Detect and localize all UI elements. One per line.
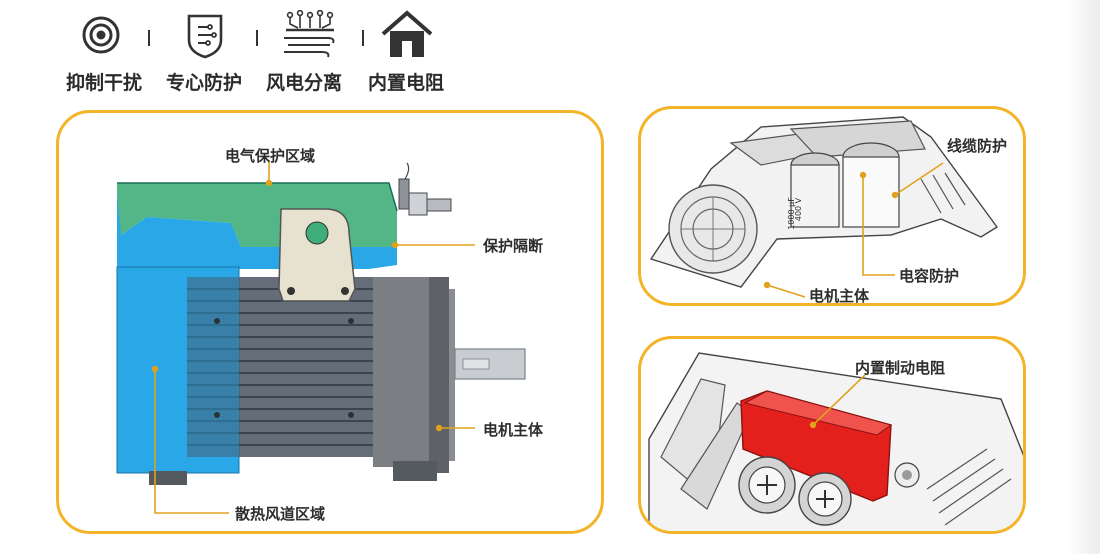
callout-protection-barrier: 保护隔断 — [483, 237, 544, 255]
feature-row: 抑制干扰 专心防护 风电分离 内置电阻 — [66, 6, 466, 100]
callout-heat-dissipation-zone: 散热风道区域 — [235, 505, 326, 523]
callout-capacitor-protection: 电容防护 — [899, 267, 960, 285]
callout-electrical-protection-zone: 电气保护区域 — [225, 147, 316, 165]
house-icon — [380, 10, 434, 60]
brake-resistor-panel: 内置制动电阻 — [638, 336, 1026, 534]
controller-inner-diagram — [648, 352, 1023, 531]
feature-separator — [256, 30, 258, 46]
feature-separator — [362, 30, 364, 46]
capacitor-rating-capacity: 1000 µF — [786, 197, 796, 230]
feature-label: 抑制干扰 — [66, 72, 143, 94]
callout-cable-protection: 线缆防护 — [947, 137, 1008, 155]
feature-label: 内置电阻 — [368, 72, 445, 94]
callout-built-in-brake-resistor: 内置制动电阻 — [855, 359, 946, 377]
page-edge-shade — [1068, 0, 1100, 554]
callout-motor-body: 电机主体 — [809, 287, 870, 305]
target-circle-icon — [74, 10, 128, 60]
motor-structure-panel: 电气保护区域 保护隔断 电机主体 散热风道区域 — [56, 110, 604, 534]
controller-top-diagram — [649, 116, 999, 298]
feature-label: 专心防护 — [166, 72, 243, 94]
feature-label: 风电分离 — [266, 72, 343, 94]
wind-circuit-icon — [280, 10, 335, 60]
feature-separator — [148, 30, 150, 46]
shield-circuit-icon — [178, 10, 232, 60]
callout-motor-body: 电机主体 — [483, 421, 544, 439]
motor-diagram — [116, 161, 526, 514]
cable-capacitor-panel: 400 V 1000 µF 线缆防护 电容防护 电机主体 — [638, 106, 1026, 306]
